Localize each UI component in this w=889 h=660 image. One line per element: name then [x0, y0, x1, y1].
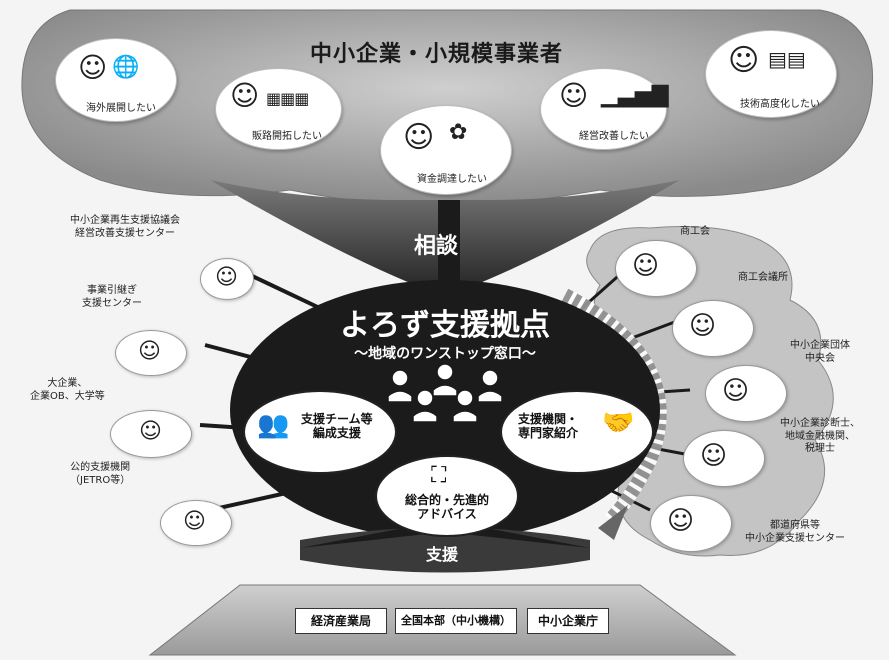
need-label: 海外展開したい: [86, 103, 156, 114]
person-icon: ☺: [138, 339, 161, 364]
partner-label-left: 公的支援機関 （JETRO等）: [70, 462, 131, 486]
need-bubble-overseas: ☺ 🌐 海外展開したい: [55, 38, 177, 122]
bottom-box-national-hq: 全国本部（中小機構）: [395, 608, 517, 634]
funnel-stem: [438, 200, 460, 295]
need-label: 技術高度化したい: [740, 99, 820, 110]
meeting-icon: ⛶: [431, 463, 447, 488]
partner-label-right: 商工会議所: [738, 272, 788, 283]
person-icon: ☺: [632, 251, 660, 281]
person-icon: ☺: [722, 376, 750, 406]
service-label: 支援チーム等 編成支援: [301, 412, 373, 441]
consult-label: 相談: [414, 234, 459, 259]
service-label: 支援機関・ 専門家紹介: [518, 412, 579, 441]
partner-circle: ☺: [110, 410, 192, 458]
partner-label-left: 事業引継ぎ 支援センター: [82, 285, 142, 309]
factory-icon: ▤▤: [768, 47, 806, 71]
support-label: 支援: [426, 545, 459, 564]
person-icon: ☺: [700, 441, 728, 471]
person-icon: ☺: [230, 79, 260, 112]
service-label: 総合的・先進的 アドバイス: [404, 493, 489, 522]
person-icon: ☺: [689, 311, 717, 341]
team-icon: 👥: [257, 410, 290, 440]
partner-label-right: 中小企業診断士、 地域金融機関、 税理士: [780, 418, 860, 454]
money-icon: ✿: [449, 120, 468, 145]
partner-circle: ☺: [672, 300, 754, 357]
handshake-icon: 🤝: [602, 408, 635, 438]
person-icon: ☺: [559, 79, 589, 112]
partner-circle: ☺: [615, 240, 697, 297]
need-label: 販路開拓したい: [252, 131, 322, 142]
service-advice: ⛶ 総合的・先進的 アドバイス: [375, 455, 519, 537]
person-icon: ☺: [728, 43, 760, 78]
partner-label-left: 中小企業再生支援協議会 経営改善支援センター: [70, 215, 180, 239]
person-icon: ☺: [403, 120, 435, 155]
partner-circle: ☺: [705, 365, 787, 422]
service-referral: 支援機関・ 専門家紹介 🤝: [500, 390, 654, 474]
need-bubble-funding: ☺ ✿ 資金調達したい: [380, 105, 512, 195]
partner-circle: ☺: [115, 330, 187, 376]
center-title: よろず支援拠点: [340, 308, 550, 343]
need-label: 資金調達したい: [417, 174, 487, 185]
need-bubble-sales: ☺ ▦▦▦ 販路開拓したい: [215, 68, 342, 150]
center-subtitle: 〜地域のワンストップ窓口〜: [354, 346, 536, 362]
growth-chart-icon: ▁▃▅▇: [601, 83, 669, 108]
globe-icon: 🌐: [112, 55, 140, 80]
bottom-box-sme-agency: 中小企業庁: [527, 608, 609, 634]
partner-circle: ☺: [683, 430, 765, 487]
partner-circle: ☺: [200, 258, 254, 300]
bottom-box-meti-bureau: 経済産業局: [295, 608, 387, 634]
need-label: 経営改善したい: [579, 131, 649, 142]
partner-circle: ☺: [650, 495, 732, 552]
header-title: 中小企業・小規模事業者: [310, 42, 564, 67]
center-ellipse: [230, 280, 660, 540]
partner-label-right: 都道府県等 中小企業支援センター: [745, 520, 845, 544]
need-bubble-management: ☺ ▁▃▅▇ 経営改善したい: [540, 68, 669, 150]
partner-label-left: 大企業、 企業OB、大学等: [30, 378, 105, 402]
partner-label-right: 商工会: [680, 226, 710, 237]
products-icon: ▦▦▦: [266, 89, 309, 108]
need-bubble-technology: ☺ ▤▤ 技術高度化したい: [705, 30, 837, 118]
person-icon: ☺: [183, 509, 206, 534]
person-icon: ☺: [667, 506, 695, 536]
person-icon: ☺: [78, 51, 108, 84]
person-icon: ☺: [139, 419, 162, 444]
partner-label-right: 中小企業団体 中央会: [790, 340, 850, 364]
service-team: 👥 支援チーム等 編成支援: [243, 390, 397, 474]
person-icon: ☺: [215, 265, 238, 290]
partner-circle: ☺: [160, 500, 232, 546]
